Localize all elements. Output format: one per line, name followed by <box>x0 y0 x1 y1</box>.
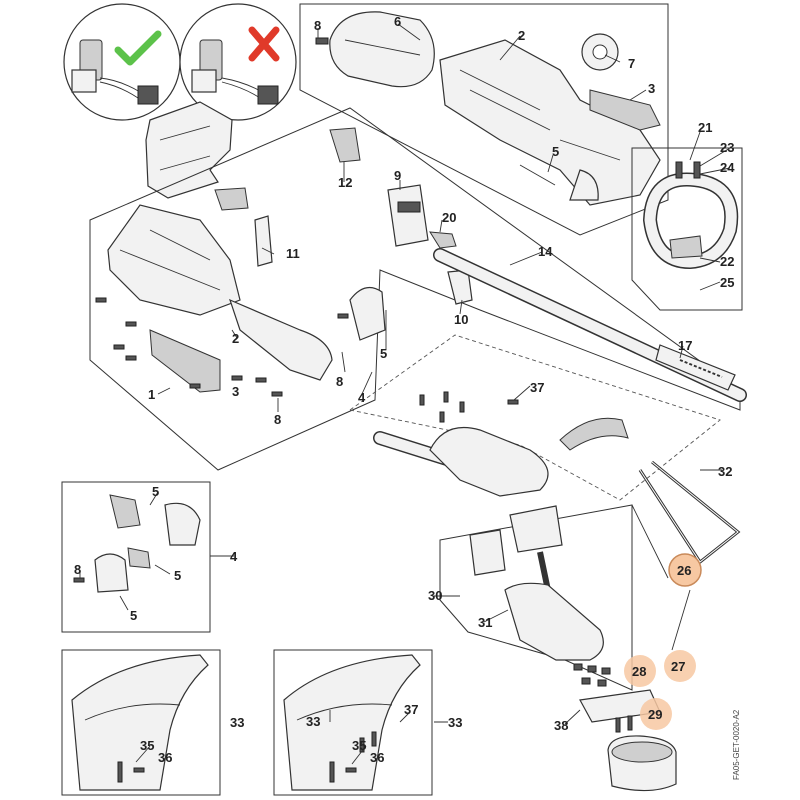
label-8: 8 <box>314 18 321 33</box>
screw-set-8 <box>95 297 283 397</box>
label-35a: 35 <box>140 738 154 753</box>
part-4-assembly <box>349 286 386 341</box>
part-3-strip <box>589 89 661 131</box>
label-7: 7 <box>628 56 635 71</box>
label-10: 10 <box>454 312 468 327</box>
label-5e: 5 <box>130 608 137 623</box>
part-30-bracket <box>469 529 506 576</box>
inset-deflector-left <box>61 649 221 796</box>
label-20: 20 <box>442 210 456 225</box>
label-26: 26 <box>677 563 691 578</box>
label-17: 17 <box>678 338 692 353</box>
label-2: 2 <box>518 28 525 43</box>
label-5b: 5 <box>380 346 387 361</box>
label-3: 3 <box>648 81 655 96</box>
label-31: 31 <box>478 615 492 630</box>
label-12: 12 <box>338 175 352 190</box>
part-2-shaft-housing <box>229 298 333 381</box>
part-2-housing <box>439 39 661 206</box>
part-17-label <box>655 344 736 391</box>
bow-grip <box>559 417 629 451</box>
dashed-assembly-region <box>348 334 721 501</box>
label-1: 1 <box>148 387 155 402</box>
label-24: 24 <box>720 160 735 175</box>
label-9: 9 <box>394 168 401 183</box>
label-33c: 33 <box>230 715 244 730</box>
document-id: FA05-GET-0020-A2 <box>732 709 741 780</box>
highlight-29 <box>640 698 672 730</box>
label-14: 14 <box>538 244 553 259</box>
inset-part-4 <box>61 481 211 633</box>
part-12-clip <box>329 127 361 163</box>
check-icon <box>114 30 162 66</box>
cover-part <box>145 101 233 199</box>
label-5: 5 <box>552 144 559 159</box>
screw-set-37 <box>419 391 519 423</box>
part-3-panel <box>149 329 221 393</box>
label-28: 28 <box>632 664 646 679</box>
label-33b: 33 <box>448 715 462 730</box>
inset-deflector-right <box>273 649 433 796</box>
label-25: 25 <box>720 275 734 290</box>
label-36b: 36 <box>370 750 384 765</box>
part-1-housing <box>107 204 241 316</box>
label-37b: 37 <box>404 702 418 717</box>
label-8c: 8 <box>274 412 281 427</box>
highlight-27 <box>664 650 696 682</box>
label-27: 27 <box>671 659 685 674</box>
label-8b: 8 <box>336 374 343 389</box>
screw-icon <box>315 37 329 45</box>
label-37: 37 <box>530 380 544 395</box>
lower-housing <box>429 426 549 497</box>
part-11-clip <box>254 215 273 267</box>
label-3b: 3 <box>232 384 239 399</box>
label-38: 38 <box>554 718 568 733</box>
label-2b: 2 <box>232 331 239 346</box>
label-22: 22 <box>720 254 734 269</box>
highlight-28 <box>624 655 656 687</box>
label-29: 29 <box>648 707 662 722</box>
label-8d: 8 <box>74 562 81 577</box>
frame-handle <box>631 147 743 311</box>
label-21: 21 <box>698 120 712 135</box>
label-36a: 36 <box>158 750 172 765</box>
label-23: 23 <box>720 140 734 155</box>
label-5d: 5 <box>174 568 181 583</box>
highlight-26 <box>668 553 702 587</box>
label-32: 32 <box>718 464 732 479</box>
part-9-switch <box>387 184 429 247</box>
screw-set-28 <box>573 663 611 687</box>
label-30: 30 <box>428 588 442 603</box>
frame-main <box>89 107 741 471</box>
part-6-cover <box>329 11 435 88</box>
label-5c: 5 <box>152 484 159 499</box>
label-6: 6 <box>394 14 401 29</box>
motor-housing <box>509 505 563 553</box>
connector-incorrect-inset <box>179 3 297 121</box>
label-11: 11 <box>286 246 300 261</box>
label-33a: 33 <box>306 714 320 729</box>
label-4b: 4 <box>230 549 238 564</box>
connector-correct-inset <box>63 3 181 121</box>
part-31-housing <box>504 582 604 661</box>
label-35b: 35 <box>352 738 366 753</box>
cross-icon <box>248 26 280 62</box>
part-20-lever <box>429 231 457 249</box>
frame-top <box>299 3 669 236</box>
label-4: 4 <box>358 390 366 405</box>
